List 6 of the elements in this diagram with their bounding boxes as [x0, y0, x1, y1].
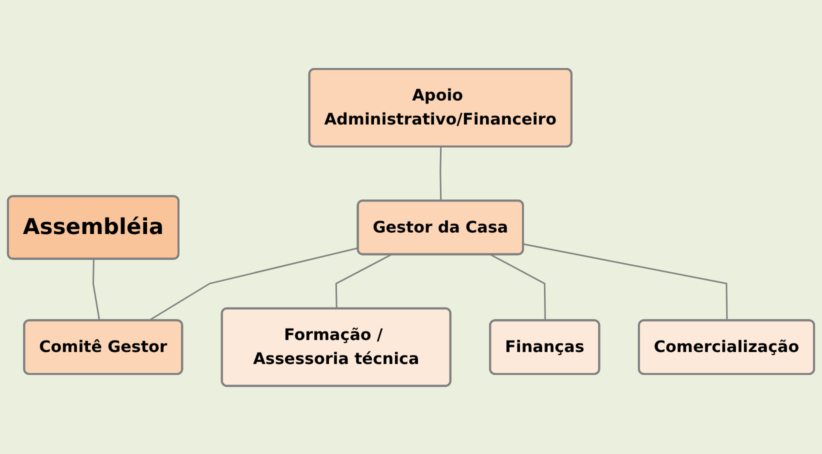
connector [148, 246, 358, 322]
connector [440, 146, 442, 201]
connector [523, 242, 728, 320]
connector [92, 258, 100, 320]
connector [335, 254, 392, 308]
connector [490, 254, 546, 320]
